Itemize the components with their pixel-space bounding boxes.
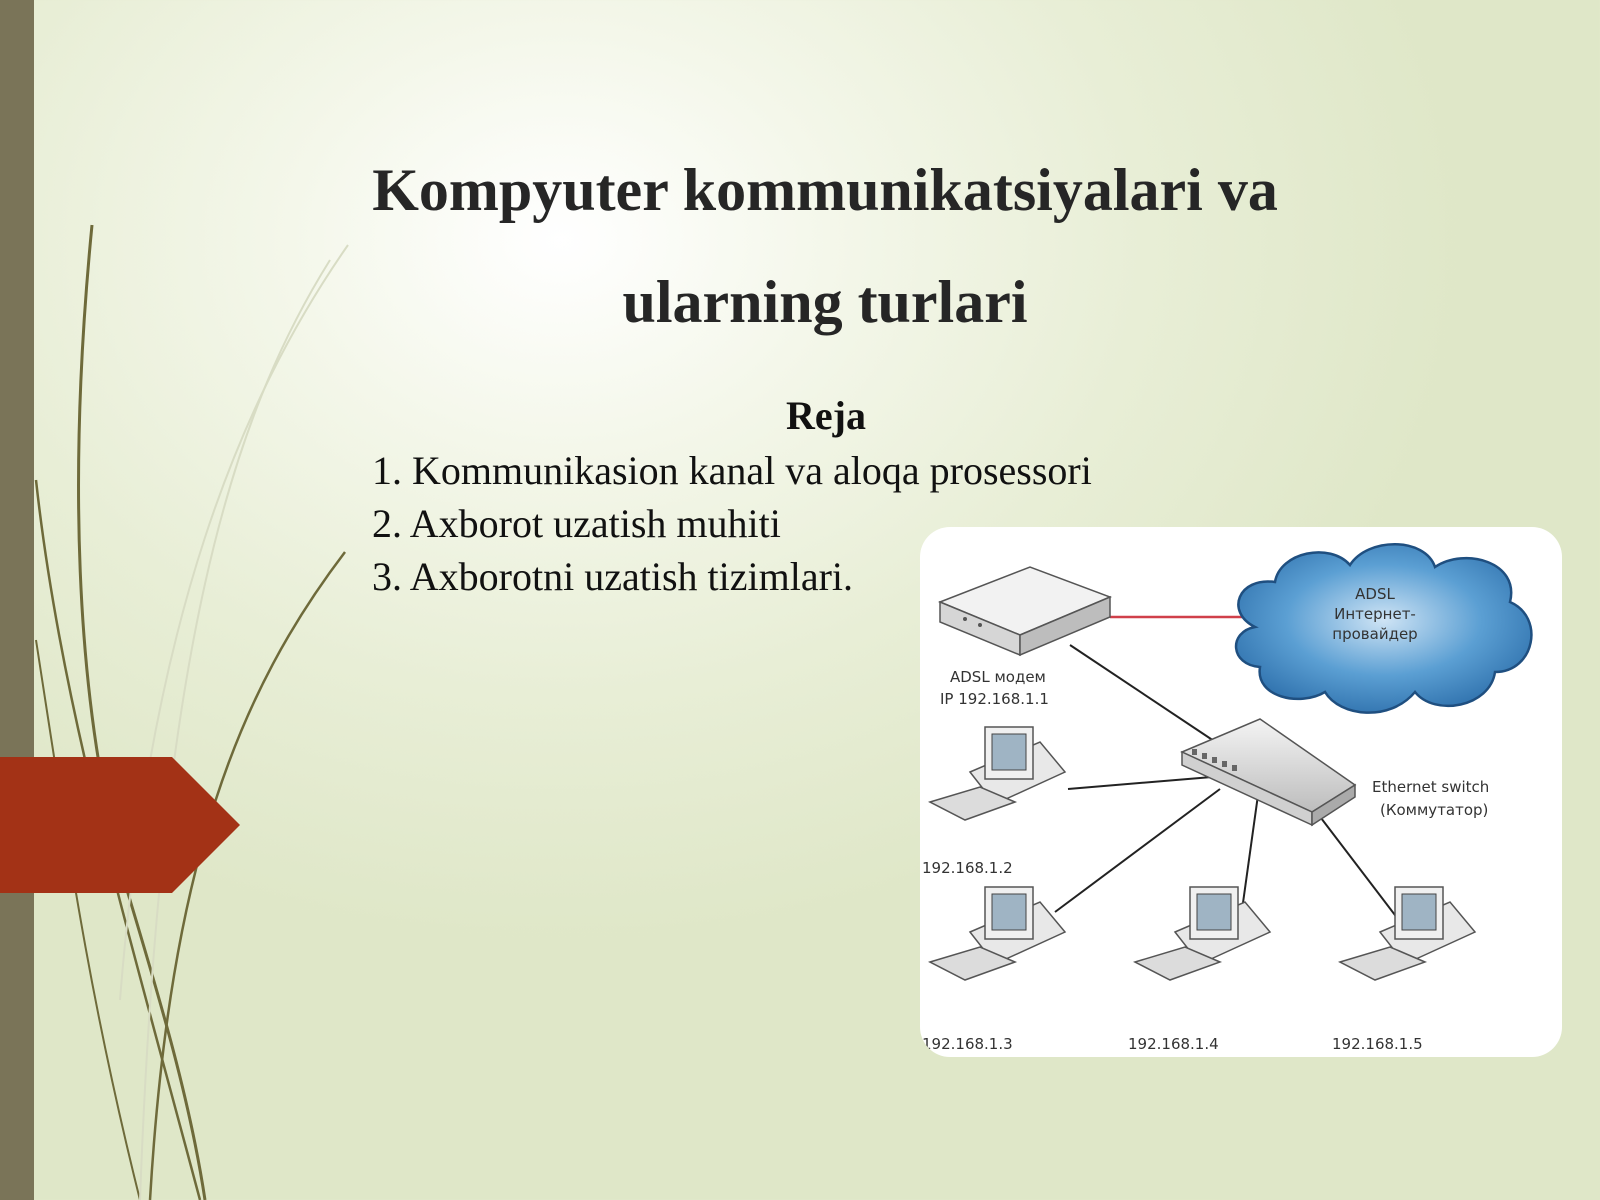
pc-label-3: 192.168.1.4 bbox=[1128, 1035, 1219, 1053]
pc-label-2: 192.168.1.3 bbox=[922, 1035, 1013, 1053]
red-arrow-tab bbox=[0, 757, 240, 893]
plan-heading: Reja bbox=[786, 393, 866, 438]
adsl-modem-icon bbox=[937, 566, 1113, 657]
cloud-label-line-1: ADSL bbox=[1355, 585, 1395, 603]
network-diagram: ADSL Интернет- провайдер ADSL модем IP 1… bbox=[920, 527, 1562, 1057]
computer-icon bbox=[928, 886, 1067, 981]
pc-link-1 bbox=[1067, 776, 1213, 790]
pc-label-1: 192.168.1.2 bbox=[922, 859, 1013, 877]
switch-label-ru: (Коммутатор) bbox=[1380, 801, 1488, 819]
plan-item: 3. Axborotni uzatish tizimlari. bbox=[372, 554, 854, 599]
slide-title-line-2: ularning turlari bbox=[622, 269, 1028, 335]
plan-list: 1. Kommunikasion kanal va aloqa prosesso… bbox=[372, 444, 1092, 603]
internet-cloud-icon bbox=[1234, 543, 1533, 714]
computer-icon bbox=[928, 726, 1067, 821]
modem-switch-link bbox=[1069, 644, 1221, 746]
slide-title-line-1: Kompyuter kommunikatsiyalari va bbox=[372, 157, 1278, 223]
computer-icon bbox=[1133, 886, 1272, 981]
pc-label-4: 192.168.1.5 bbox=[1332, 1035, 1423, 1053]
cloud-label-line-3: провайдер bbox=[1332, 625, 1417, 643]
ethernet-switch-icon bbox=[1180, 718, 1357, 827]
switch-label-name: Ethernet switch bbox=[1372, 778, 1489, 796]
plan-item: 2. Axborot uzatish muhiti bbox=[372, 501, 781, 546]
computer-icon bbox=[1338, 886, 1477, 981]
left-accent-bar bbox=[0, 0, 34, 1200]
pc-link-3 bbox=[1241, 794, 1259, 911]
modem-label-name: ADSL модем bbox=[950, 668, 1046, 686]
modem-label-ip: IP 192.168.1.1 bbox=[940, 690, 1049, 708]
cloud-label-line-2: Интернет- bbox=[1334, 605, 1416, 623]
plan-item: 1. Kommunikasion kanal va aloqa prosesso… bbox=[372, 448, 1092, 493]
pc-link-2 bbox=[1054, 788, 1221, 913]
